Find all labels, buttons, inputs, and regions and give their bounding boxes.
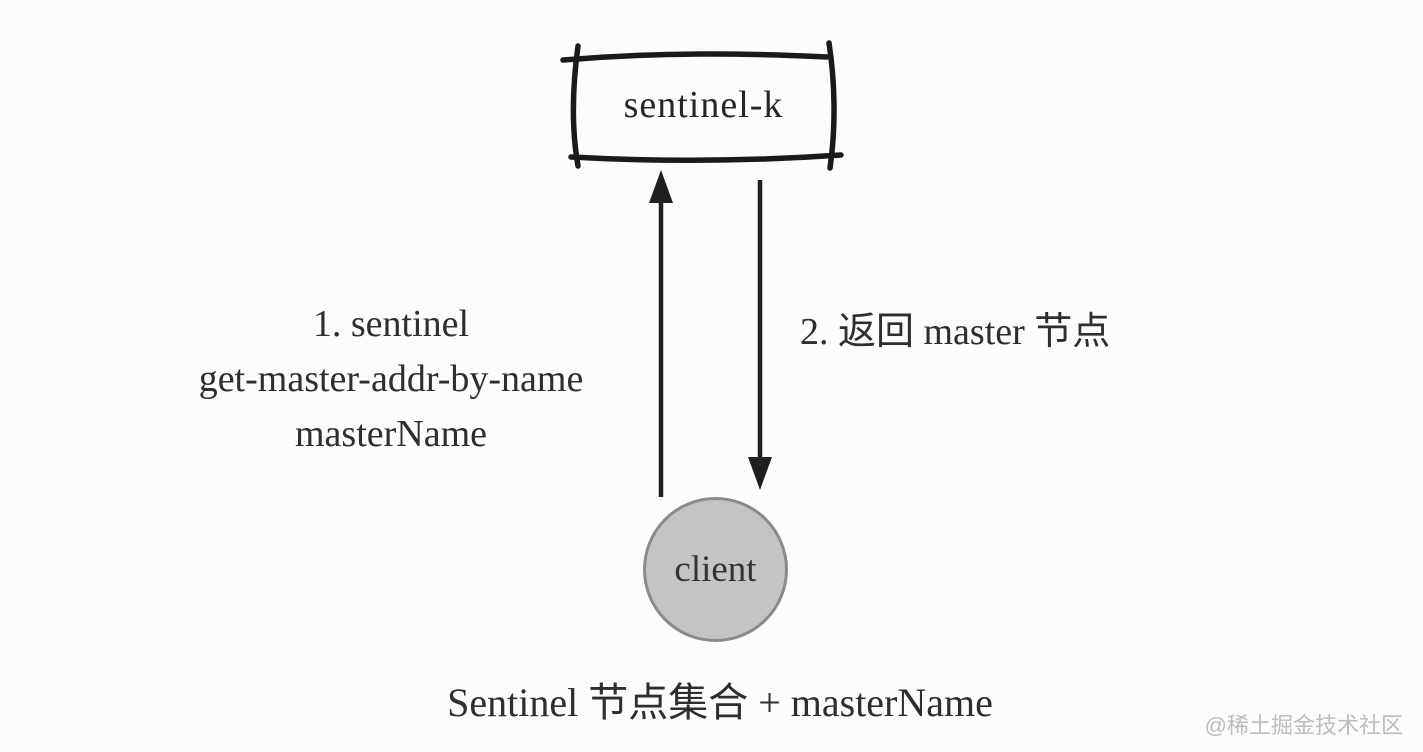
sentinel-box-outline [560,40,844,171]
watermark: @稀土掘金技术社区 [1204,713,1403,738]
step2-label: 2. 返回 master 节点 [800,311,1111,353]
step1-line2: get-master-addr-by-name [198,358,584,400]
arrow-down [748,180,772,490]
step1-line1: 1. sentinel [312,303,470,345]
client-circle [643,497,788,642]
step1-label: 1. sentinel get-master-addr-by-name mast… [121,297,661,462]
sentinel-box-label: sentinel-k [623,84,784,126]
step1-line3: masterName [294,413,488,455]
diagram-caption: Sentinel 节点集合 + masterName [447,680,993,725]
client-label: client [674,549,757,590]
arrow-up [649,170,673,497]
